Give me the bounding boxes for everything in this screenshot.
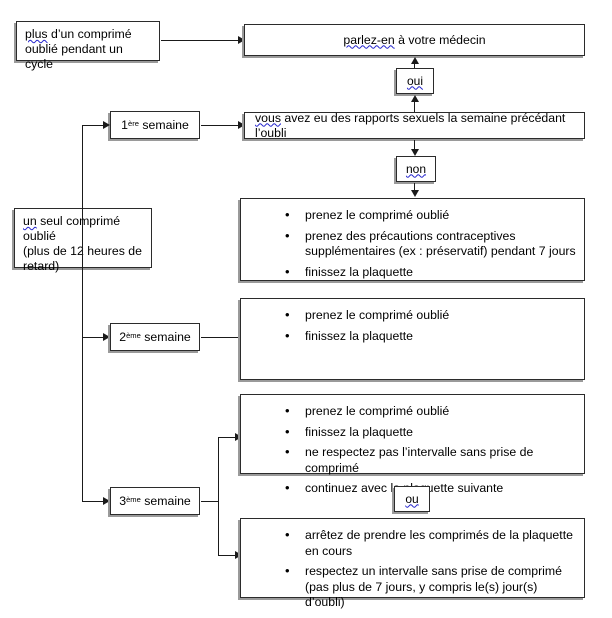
connector-spine-to-semaine2: [82, 337, 104, 338]
node-plus-un-comprime-line2: oublié pendant un cycle: [25, 42, 123, 71]
arrowhead-plus-to-parlez: [238, 36, 245, 44]
node-un-seul-comprime-line1: un seul comprimé oublié: [23, 214, 121, 243]
node-plus-un-comprime-line1: plus d’un comprimé: [25, 27, 132, 41]
node-plus-un-comprime: plus d’un comprimé oublié pendant un cyc…: [16, 21, 160, 71]
connector-semaine3-to-option-a: [218, 437, 236, 438]
connector-question-to-oui: [414, 101, 415, 114]
bullet-list-semaine1: prenez le comprimé oublié prenez des pré…: [247, 207, 578, 281]
node-non: non: [396, 156, 436, 182]
node-semaine2-label: 2ème semaine: [119, 329, 191, 344]
node-parlez-en-text: parlez-en à votre médecin: [343, 32, 486, 47]
list-item: prenez le comprimé oublié: [285, 403, 578, 420]
bullet-list-semaine3-option-a: prenez le comprimé oublié finissez la pl…: [247, 403, 578, 497]
node-oui-label: oui: [406, 73, 423, 88]
node-parlez-en: parlez-en à votre médecin: [244, 24, 585, 56]
arrowhead-spine-to-semaine3: [103, 497, 110, 505]
node-un-seul-comprime-line3: retard): [23, 259, 60, 273]
connector-semaine3-to-option-b: [218, 555, 236, 556]
list-item: continuez avec la plaquette suivante: [285, 615, 578, 618]
list-semaine2-actions: prenez le comprimé oublié finissez la pl…: [240, 298, 585, 380]
bullet-list-semaine3-option-b: arrêtez de prendre les comprimés de la p…: [247, 527, 578, 618]
node-oui: oui: [396, 68, 434, 94]
spellcheck-word-vous: vous: [255, 110, 281, 125]
list-item: prenez le comprimé oublié: [285, 307, 578, 324]
arrowhead-semaine3-to-option-b: [235, 551, 242, 559]
list-item: ne respectez pas l’intervalle sans prise…: [285, 444, 578, 476]
node-un-seul-comprime: un seul comprimé oublié (plus de 12 heur…: [14, 208, 152, 273]
connector-question-to-non: [414, 140, 415, 150]
node-semaine2: 2ème semaine: [110, 323, 200, 351]
connector-semaine3-split-vertical: [218, 437, 219, 555]
connector-plus-to-parlez: [161, 40, 239, 41]
list-item: prenez des précautions contraceptives su…: [285, 228, 578, 260]
node-semaine1-label: 1ère semaine: [121, 117, 189, 132]
node-ou: ou: [394, 486, 430, 512]
connector-spine-vertical: [82, 125, 83, 502]
list-item: arrêtez de prendre les comprimés de la p…: [285, 527, 578, 559]
list-semaine3-option-b: arrêtez de prendre les comprimés de la p…: [240, 518, 585, 618]
connector-semaine3-stem: [201, 501, 219, 502]
list-semaine1-actions: prenez le comprimé oublié prenez des pré…: [240, 198, 585, 281]
connector-spine-to-semaine1: [82, 125, 104, 126]
node-ou-label: ou: [405, 491, 419, 506]
list-item: prenez le comprimé oublié: [285, 207, 578, 224]
node-semaine3: 3ème semaine: [110, 487, 200, 515]
list-item: finissez la plaquette: [285, 264, 578, 281]
list-item: finissez la plaquette: [285, 424, 578, 441]
node-semaine3-label: 3ème semaine: [119, 493, 191, 508]
spellcheck-word-parlez-en: parlez-en: [343, 32, 395, 47]
node-semaine1: 1ère semaine: [110, 111, 200, 139]
arrowhead-non-to-actions1: [411, 190, 419, 197]
connector-semaine2-to-actions: [201, 337, 239, 338]
spellcheck-word-plus: plus: [25, 27, 48, 41]
arrowhead-oui-to-parlez: [411, 57, 419, 64]
arrowhead-semaine3-to-option-a: [235, 433, 242, 441]
arrowhead-question-to-non: [411, 149, 419, 156]
connector-spine-to-semaine3: [82, 501, 104, 502]
arrowhead-semaine1-to-question: [238, 121, 245, 129]
bullet-list-semaine2: prenez le comprimé oublié finissez la pl…: [247, 307, 578, 345]
arrowhead-question-to-oui: [411, 95, 419, 102]
arrowhead-spine-to-semaine2: [103, 333, 110, 341]
list-semaine3-option-a: prenez le comprimé oublié finissez la pl…: [240, 394, 585, 495]
list-item: respectez un intervalle sans prise de co…: [285, 563, 578, 611]
node-un-seul-comprime-line2: (plus de 12 heures de: [23, 244, 142, 258]
node-question-rapports-text: vous avez eu des rapports sexuels la sem…: [255, 110, 566, 140]
arrowhead-spine-to-semaine1: [103, 121, 110, 129]
connector-oui-to-parlez: [414, 62, 415, 69]
connector-semaine1-to-question: [201, 125, 239, 126]
connector-non-to-actions1: [414, 183, 415, 191]
list-item: finissez la plaquette: [285, 328, 578, 345]
spellcheck-word-un: un: [23, 214, 37, 228]
list-item: continuez avec la plaquette suivante: [285, 480, 578, 497]
node-question-rapports: vous avez eu des rapports sexuels la sem…: [244, 110, 585, 140]
node-non-label: non: [405, 161, 427, 176]
